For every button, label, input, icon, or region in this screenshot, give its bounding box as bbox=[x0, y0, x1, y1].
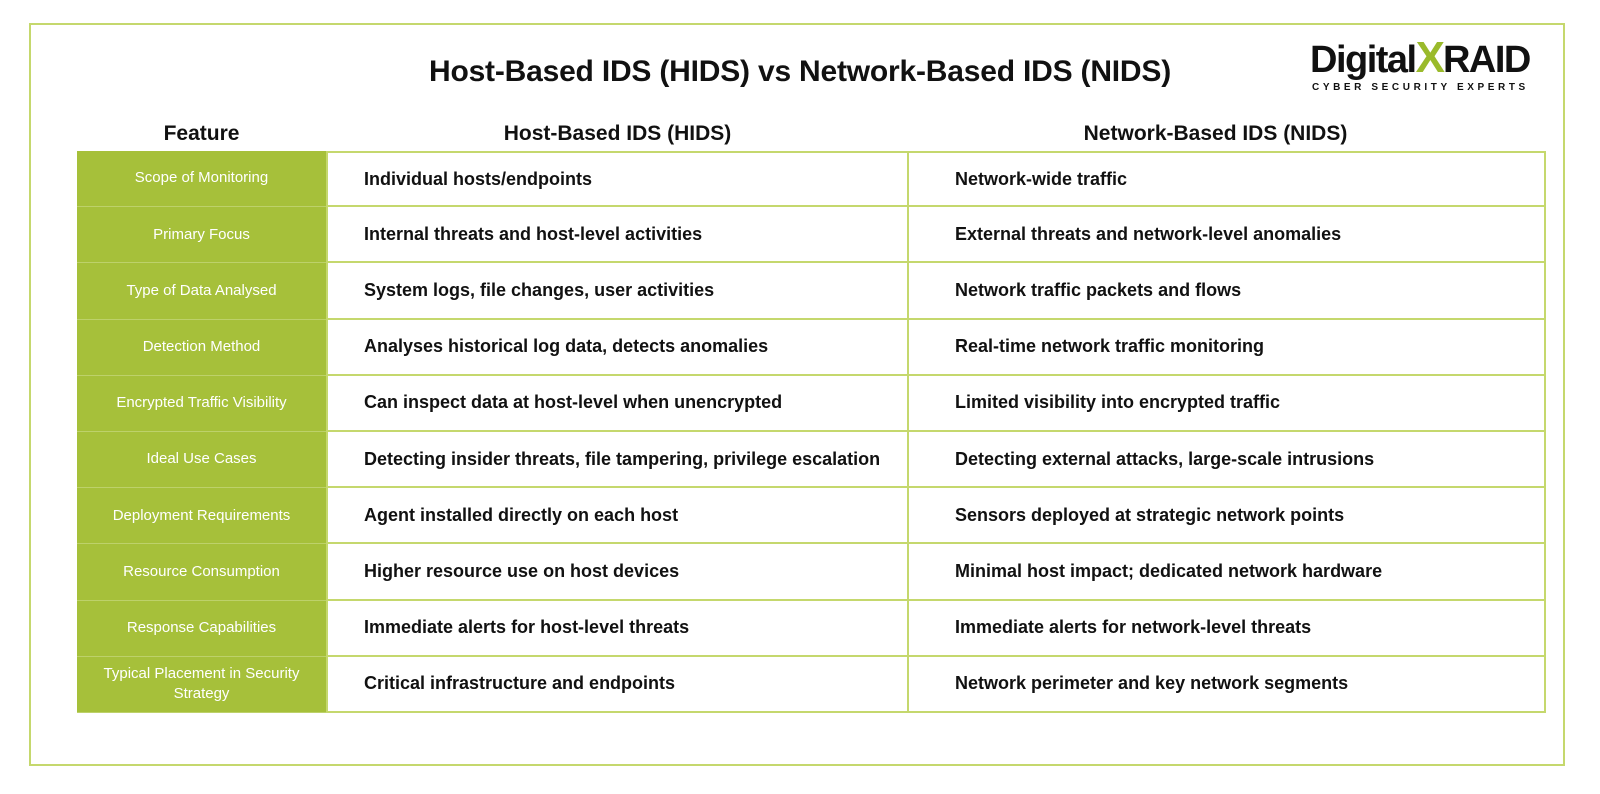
feature-cell: Type of Data Analysed bbox=[77, 263, 326, 320]
feature-cell: Primary Focus bbox=[77, 207, 326, 264]
hids-cell: Can inspect data at host-level when unen… bbox=[326, 375, 909, 432]
feature-cell: Detection Method bbox=[77, 319, 326, 376]
header-hids: Host-Based IDS (HIDS) bbox=[503, 122, 732, 145]
feature-cell: Response Capabilities bbox=[77, 600, 326, 657]
nids-cell: Limited visibility into encrypted traffi… bbox=[909, 375, 1546, 432]
nids-cell: Network perimeter and key network segmen… bbox=[909, 656, 1546, 713]
feature-cell: Typical Placement in Security Strategy bbox=[77, 656, 326, 713]
header-feature: Feature bbox=[163, 122, 240, 145]
hids-cell: Immediate alerts for host-level threats bbox=[326, 600, 909, 657]
hids-cell: Higher resource use on host devices bbox=[326, 544, 909, 601]
nids-cell: Sensors deployed at strategic network po… bbox=[909, 488, 1546, 545]
hids-cell: Internal threats and host-level activiti… bbox=[326, 207, 909, 264]
logo-x-mark: X bbox=[1415, 33, 1445, 82]
feature-cell: Encrypted Traffic Visibility bbox=[77, 375, 326, 432]
hids-cell: System logs, file changes, user activiti… bbox=[326, 263, 909, 320]
logo-word-digital: Digital bbox=[1310, 39, 1417, 81]
hids-cell: Individual hosts/endpoints bbox=[326, 151, 909, 208]
nids-cell: Network-wide traffic bbox=[909, 151, 1546, 208]
feature-cell: Scope of Monitoring bbox=[77, 151, 326, 208]
logo-wordmark: DigitalXRAID bbox=[1310, 33, 1531, 82]
nids-cell: Minimal host impact; dedicated network h… bbox=[909, 544, 1546, 601]
nids-cell: Immediate alerts for network-level threa… bbox=[909, 600, 1546, 657]
hids-cell: Agent installed directly on each host bbox=[326, 488, 909, 545]
hids-cell: Critical infrastructure and endpoints bbox=[326, 656, 909, 713]
nids-cell: External threats and network-level anoma… bbox=[909, 207, 1546, 264]
hids-cell: Analyses historical log data, detects an… bbox=[326, 319, 909, 376]
feature-cell: Resource Consumption bbox=[77, 544, 326, 601]
feature-cell: Deployment Requirements bbox=[77, 488, 326, 545]
page-title: Host-Based IDS (HIDS) vs Network-Based I… bbox=[428, 55, 1171, 88]
nids-cell: Real-time network traffic monitoring bbox=[909, 319, 1546, 376]
nids-cell: Detecting external attacks, large-scale … bbox=[909, 432, 1546, 489]
header-nids: Network-Based IDS (NIDS) bbox=[1083, 122, 1348, 145]
comparison-table: Scope of Monitoring Individual hosts/end… bbox=[77, 151, 1546, 713]
feature-cell: Ideal Use Cases bbox=[77, 432, 326, 489]
logo-tagline: CYBER SECURITY EXPERTS bbox=[1312, 82, 1529, 93]
hids-cell: Detecting insider threats, file tamperin… bbox=[326, 432, 909, 489]
outer-frame bbox=[29, 23, 1565, 766]
logo-word-raid: RAID bbox=[1442, 39, 1531, 81]
nids-cell: Network traffic packets and flows bbox=[909, 263, 1546, 320]
digitalxraid-logo: DigitalXRAID CYBER SECURITY EXPERTS bbox=[1310, 36, 1550, 96]
